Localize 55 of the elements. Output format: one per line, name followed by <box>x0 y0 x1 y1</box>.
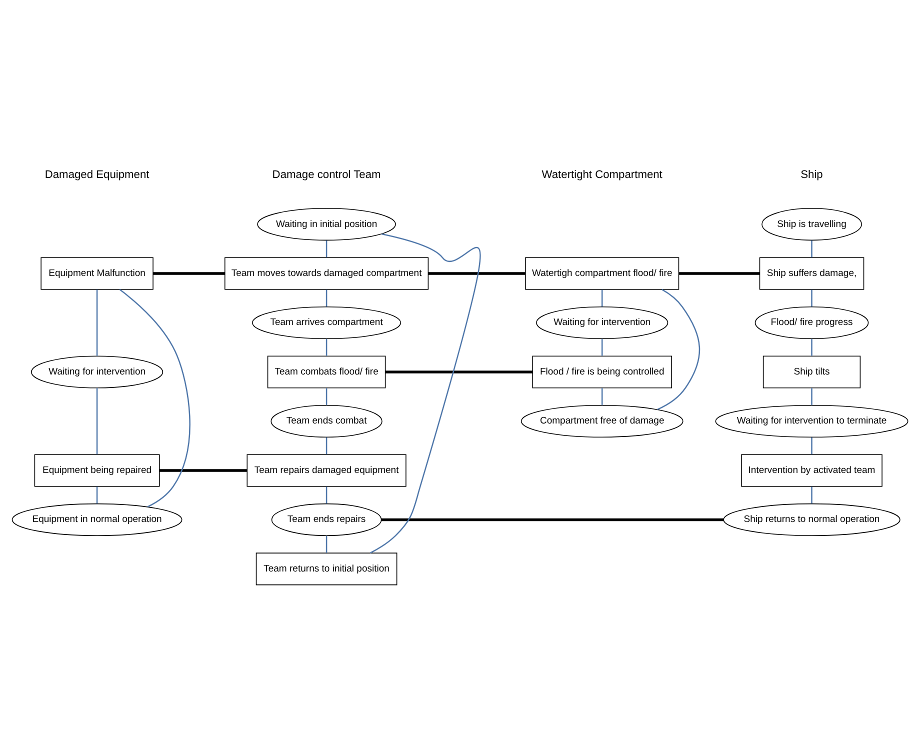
node-box: Equipment Malfunction <box>40 257 154 290</box>
connector <box>381 518 724 522</box>
connector <box>96 486 98 504</box>
connector <box>326 486 328 504</box>
connector <box>385 370 532 374</box>
connector <box>153 272 225 275</box>
node-box: Ship suffers damage, <box>759 257 864 290</box>
node-box: Team repairs damaged equipment <box>246 454 406 487</box>
label: Watertight Compartment <box>542 168 662 181</box>
node-box: Team moves towards damaged compartment <box>224 257 429 290</box>
node-ellipse: Ship returns to normal operation <box>723 503 900 536</box>
connector <box>326 536 328 553</box>
connector <box>326 338 328 356</box>
label: Damaged Equipment <box>44 168 150 181</box>
connector <box>119 288 190 508</box>
connector <box>326 437 328 454</box>
node-box: Intervention by activated team <box>741 454 882 487</box>
connector <box>811 486 812 504</box>
connector <box>160 469 247 472</box>
node-ellipse: Team ends repairs <box>271 503 382 536</box>
connector <box>326 240 328 258</box>
connector <box>811 437 812 454</box>
node-box: Equipment being repaired <box>34 454 160 487</box>
label: Ship <box>800 168 823 181</box>
connector <box>678 272 760 275</box>
connector <box>811 388 812 406</box>
node-ellipse: Team arrives compartment <box>252 306 402 340</box>
connector <box>96 289 98 356</box>
connector <box>601 338 603 356</box>
node-box: Team combats flood/ fire <box>267 356 386 388</box>
connector <box>811 290 812 307</box>
node-ellipse: Team ends combat <box>270 404 382 438</box>
node-box: Watertigh compartment flood/ fire <box>525 257 680 290</box>
node-ellipse: Ship is travelling <box>762 208 862 241</box>
connector <box>657 288 700 410</box>
node-ellipse: Waiting in initial position <box>257 208 396 241</box>
node-ellipse: Waiting for intervention <box>31 356 164 388</box>
node-box: Ship tilts <box>762 356 861 388</box>
connector <box>811 240 812 258</box>
node-box: Flood / fire is being controlled <box>532 356 672 388</box>
node-ellipse: Flood/ fire progress <box>754 306 869 340</box>
connector <box>326 388 328 406</box>
node-ellipse: Equipment in normal operation <box>12 503 182 536</box>
node-ellipse: Waiting for intervention <box>536 306 668 340</box>
label: Damage control Team <box>272 168 381 181</box>
connector <box>601 290 603 307</box>
connector <box>811 338 812 356</box>
connector <box>601 388 603 406</box>
connector <box>96 388 98 454</box>
node-box: Team returns to initial position <box>256 552 398 586</box>
connector <box>428 272 526 275</box>
node-ellipse: Waiting for intervention to terminate <box>715 404 908 438</box>
node-ellipse: Compartment free of damage <box>520 404 684 438</box>
connector <box>370 233 481 554</box>
connector <box>326 290 328 307</box>
